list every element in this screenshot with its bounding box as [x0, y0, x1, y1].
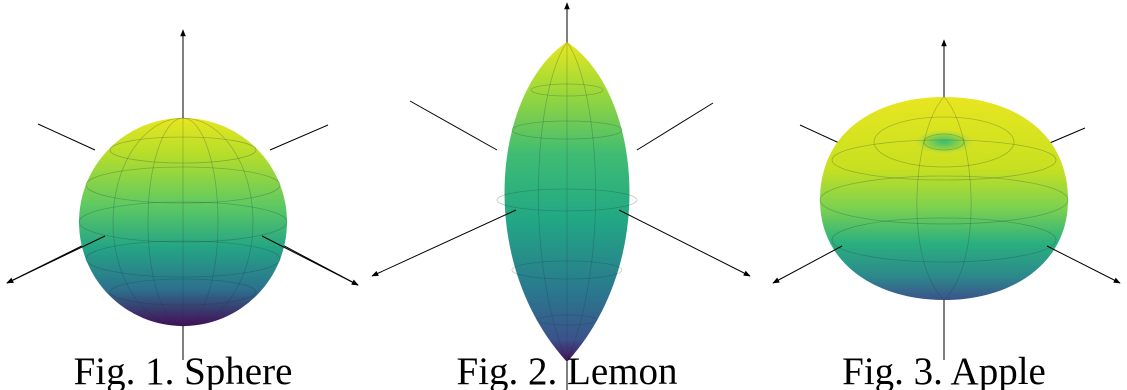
lemon-axis-back-left [409, 100, 498, 151]
lemon-axes [409, 2, 714, 151]
apple-mesh [819, 96, 1069, 301]
lemon-axis-ends [371, 209, 751, 390]
lemon-axis-back-right [636, 102, 714, 151]
lemon-figure [371, 2, 751, 390]
apple-axis-ends [772, 245, 1121, 360]
sphere-axis-back-right [269, 124, 329, 151]
sphere-mesh [78, 117, 288, 327]
apple-dimple [910, 128, 978, 156]
apple-surface [820, 97, 1068, 300]
sphere-caption: Fig. 1. Sphere [74, 350, 293, 390]
lemon-caption: Fig. 2. Lemon [457, 350, 678, 390]
lemon-surface [504, 42, 630, 362]
sphere-figure [6, 29, 359, 360]
sphere-axis-ends [6, 235, 359, 360]
sphere-surface [79, 118, 287, 326]
apple-figure [772, 39, 1121, 360]
apple-caption: Fig. 3. Apple [842, 350, 1046, 390]
sphere-axis-back-left [37, 123, 96, 151]
lemon-mesh [496, 41, 638, 363]
